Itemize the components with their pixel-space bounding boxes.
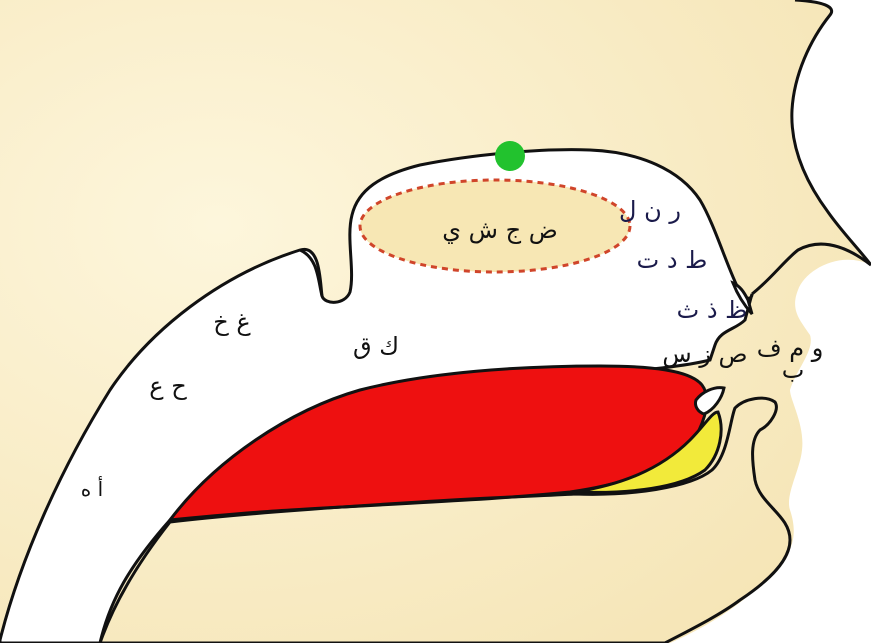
label-palate-group: ض ج ش ي [442, 216, 557, 244]
label-alveolar-group: ر ن ل [619, 196, 681, 224]
label-lip-extra: ب [782, 356, 805, 384]
roof-marker-dot [495, 141, 525, 171]
label-velar-group: ك ق [353, 332, 399, 360]
label-pharyngeal-group: ح ع [149, 372, 187, 400]
label-glottal-group: أ ه [81, 476, 103, 501]
label-tip-group: ط د ت [637, 246, 708, 274]
label-dental-group: ظ ذ ث [677, 296, 748, 324]
label-uvular-group: غ خ [213, 308, 251, 336]
label-sibilant-group: ص ز س [662, 340, 747, 368]
